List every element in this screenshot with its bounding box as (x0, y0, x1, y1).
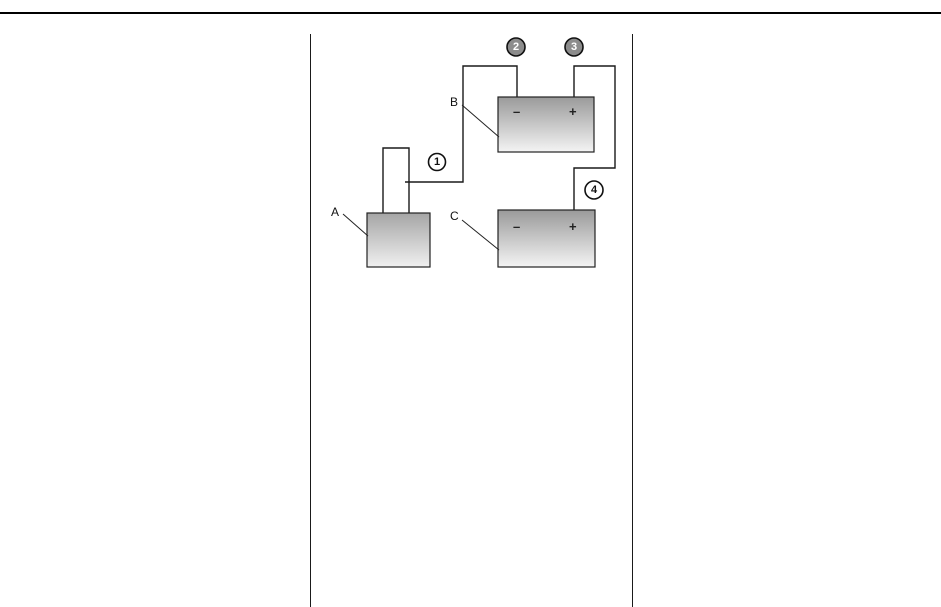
component-a-leader (343, 214, 368, 236)
component-a-box (367, 213, 430, 267)
cable-number-1-badge: 1 (429, 154, 446, 171)
battery-b-positive-terminal: + (569, 104, 577, 119)
cable-number-3: 3 (571, 41, 577, 53)
cable-number-2: 2 (513, 41, 519, 53)
cable-number-1: 1 (434, 156, 440, 168)
battery-c-leader (462, 220, 499, 250)
cable-number-4-badge: 4 (585, 181, 603, 199)
battery-c-label: C (450, 209, 459, 223)
cable-number-2-badge: 2 (507, 38, 525, 56)
cable-number-3-badge: 3 (565, 38, 583, 56)
cable-1-2-wire (383, 66, 517, 213)
cable-number-4: 4 (591, 184, 598, 196)
battery-c-positive-terminal: + (569, 219, 577, 234)
battery-b-negative-terminal: – (513, 104, 520, 119)
component-a-label: A (331, 205, 339, 219)
battery-b-label: B (450, 95, 458, 109)
battery-c-negative-terminal: – (513, 219, 520, 234)
battery-b-leader (462, 105, 499, 137)
